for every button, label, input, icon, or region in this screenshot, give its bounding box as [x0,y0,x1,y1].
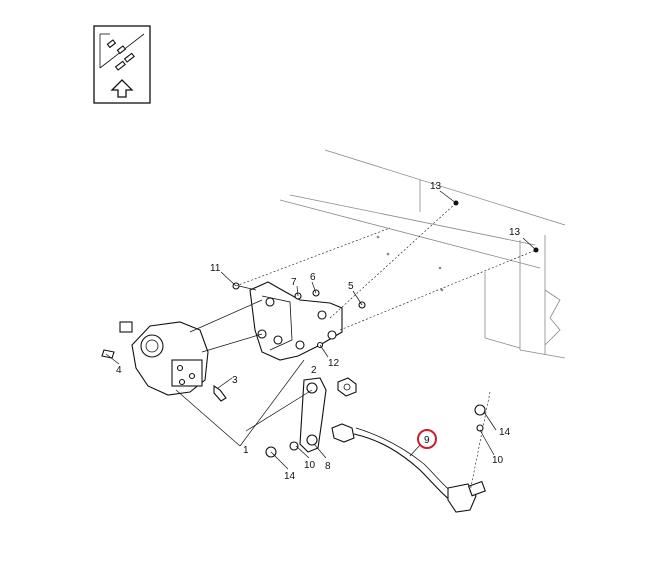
callout-10-right[interactable]: 10 [492,455,504,466]
callout-14-left[interactable]: 14 [284,471,296,482]
frame-rail [279,149,566,359]
callout-14-right[interactable]: 14 [499,427,511,438]
leader-lines [105,190,537,470]
callout-10-left[interactable]: 10 [304,460,316,471]
callout-6[interactable]: 6 [310,272,316,283]
callout-5[interactable]: 5 [348,281,354,292]
callout-13-upper[interactable]: 13 [430,181,442,192]
steering-gear [101,321,227,402]
callout-12[interactable]: 12 [328,358,340,369]
pitman-arm [299,377,357,453]
callout-labels: 13 13 11 6 7 5 12 4 3 2 1 10 8 14 9 14 1… [116,181,521,482]
front-direction-arrow-icon [99,33,145,98]
callout-7[interactable]: 7 [291,277,297,288]
orientation-icon-box [93,25,151,104]
drag-link [331,391,491,513]
callout-9[interactable]: 9 [424,435,430,446]
highlight-circle [417,429,437,449]
callout-13-lower[interactable]: 13 [509,227,521,238]
callout-1[interactable]: 1 [243,445,249,456]
callout-8[interactable]: 8 [325,461,331,472]
callout-2[interactable]: 2 [311,365,317,376]
callout-4[interactable]: 4 [116,365,122,376]
mounting-bracket [249,281,343,361]
fasteners [232,200,539,458]
callout-11[interactable]: 11 [210,263,221,274]
callout-3[interactable]: 3 [232,375,238,386]
